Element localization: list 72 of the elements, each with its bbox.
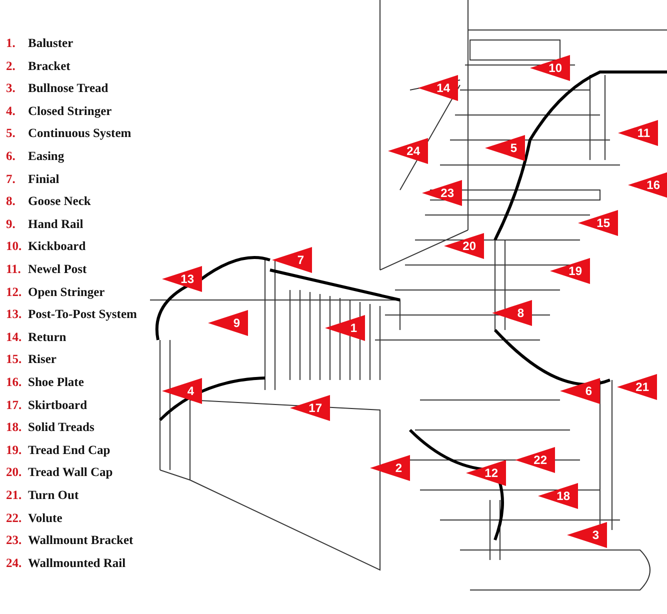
- callout-number: 18: [538, 483, 578, 509]
- callout-number: 16: [628, 172, 667, 198]
- key-number: 10.: [6, 238, 22, 254]
- part-name: Shoe Plate: [28, 374, 84, 390]
- key-number: 17.: [6, 396, 22, 413]
- part-name: Closed Stringer: [28, 102, 112, 119]
- callout-number: 4: [162, 378, 202, 404]
- part-name: Tread End Cap: [28, 442, 110, 458]
- key-number: 18.: [6, 419, 22, 436]
- part-name: Wallmount Bracket: [28, 532, 134, 548]
- callout-number: 22: [515, 447, 555, 473]
- key-number: 2.: [6, 58, 16, 74]
- key-number: 3.: [6, 80, 16, 96]
- part-name: Volute: [28, 510, 62, 526]
- key-number: 24.: [6, 554, 22, 571]
- key-number: 9.: [6, 216, 16, 232]
- callout-number: 12: [466, 460, 506, 486]
- key-number: 16.: [6, 374, 22, 390]
- callout-number: 15: [578, 210, 618, 236]
- key-number: 6.: [6, 148, 16, 164]
- key-number: 5.: [6, 125, 16, 142]
- callout-number: 19: [550, 258, 590, 284]
- part-name: Easing: [28, 148, 64, 164]
- callout-number: 3: [567, 522, 607, 548]
- part-name: Riser: [28, 351, 56, 368]
- part-name: Solid Treads: [28, 419, 94, 436]
- key-number: 11.: [6, 261, 21, 277]
- part-name: Tread Wall Cap: [28, 464, 113, 480]
- key-number: 15.: [6, 351, 22, 368]
- key-number: 19.: [6, 442, 22, 458]
- callout-number: 24: [388, 138, 428, 164]
- part-name: Skirtboard: [28, 396, 88, 413]
- part-name: Wallmounted Rail: [28, 554, 126, 571]
- key-number: 22.: [6, 510, 22, 526]
- callout-number: 23: [422, 180, 462, 206]
- key-number: 20.: [6, 464, 22, 480]
- key-number: 14.: [6, 328, 22, 345]
- part-name: Goose Neck: [28, 193, 91, 210]
- part-name: Baluster: [28, 35, 74, 51]
- part-name: Kickboard: [28, 238, 86, 254]
- key-number: 13.: [6, 306, 22, 322]
- part-name: Open Stringer: [28, 284, 105, 300]
- callout-number: 14: [418, 75, 458, 101]
- callout-number: 8: [492, 300, 532, 326]
- callout-number: 17: [290, 395, 330, 421]
- callout-number: 5: [485, 135, 525, 161]
- part-name: Bullnose Tread: [28, 80, 108, 96]
- callout-number: 9: [208, 310, 248, 336]
- callout-number: 1: [325, 315, 365, 341]
- part-name: Bracket: [28, 58, 70, 74]
- part-name: Continuous System: [28, 125, 132, 142]
- callout-number: 6: [560, 378, 600, 404]
- key-number: 1.: [6, 35, 16, 51]
- part-name: Return: [28, 328, 66, 345]
- key-number: 12.: [6, 284, 22, 300]
- key-number: 4.: [6, 102, 16, 119]
- callout-number: 21: [617, 374, 657, 400]
- callout-number: 7: [272, 247, 312, 273]
- key-number: 7.: [6, 170, 16, 187]
- key-number: 8.: [6, 193, 16, 210]
- callout-number: 13: [162, 266, 202, 292]
- callout-number: 11: [618, 120, 658, 146]
- key-number: 21.: [6, 487, 22, 503]
- part-name: Finial: [28, 170, 60, 187]
- part-name: Hand Rail: [28, 216, 84, 232]
- key-number: 23.: [6, 532, 22, 548]
- callout-number: 2: [370, 455, 410, 481]
- part-name: Post-To-Post System: [28, 306, 137, 322]
- part-name: Turn Out: [28, 487, 79, 503]
- part-name: Newel Post: [28, 261, 87, 277]
- callout-number: 10: [530, 55, 570, 81]
- callout-number: 20: [444, 233, 484, 259]
